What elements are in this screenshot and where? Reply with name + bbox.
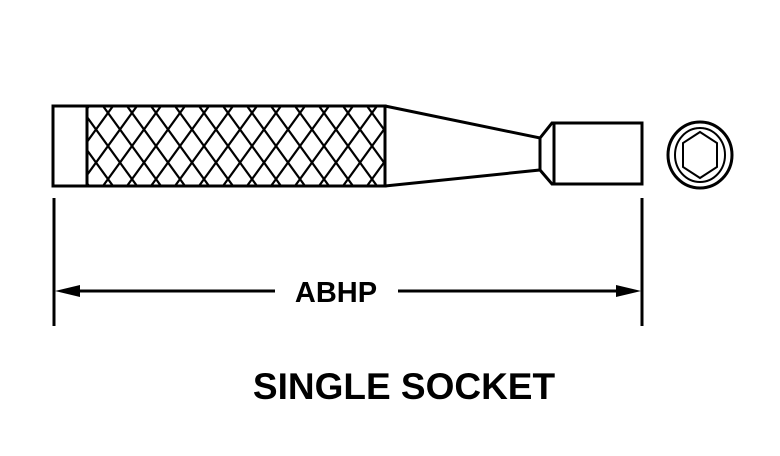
handle: [51, 104, 387, 188]
arrow-left-icon: [55, 285, 80, 297]
socket-end-view: [666, 120, 734, 190]
knurl-line: [102, 107, 162, 185]
knurl-line: [342, 127, 384, 185]
knurl-line: [198, 107, 258, 185]
knurl-pattern: [7, 106, 384, 186]
knurl-line: [270, 107, 330, 185]
knurl-line: [87, 107, 138, 177]
knurl-line: [7, 106, 65, 186]
arrow-right-icon: [616, 285, 641, 297]
knurl-line: [150, 107, 210, 185]
knurl-line: [294, 107, 354, 185]
knurl-line: [366, 107, 384, 132]
caption: SINGLE SOCKET: [253, 366, 556, 407]
dimension-label: ABHP: [295, 277, 377, 309]
shank-taper-top: [384, 104, 644, 188]
knurl-line: [87, 148, 114, 185]
knurl-line: [126, 107, 186, 185]
knurl-line: [87, 107, 114, 144]
knurl-line: [366, 160, 384, 185]
knurl-line: [87, 107, 90, 111]
knurl-line: [87, 181, 90, 185]
hex-socket-icon: [682, 130, 718, 180]
knurl-line: [246, 107, 306, 185]
knurl-line: [318, 107, 378, 185]
knurl-line: [222, 107, 282, 185]
knurl-line: [7, 106, 65, 186]
knurl-line: [174, 107, 234, 185]
